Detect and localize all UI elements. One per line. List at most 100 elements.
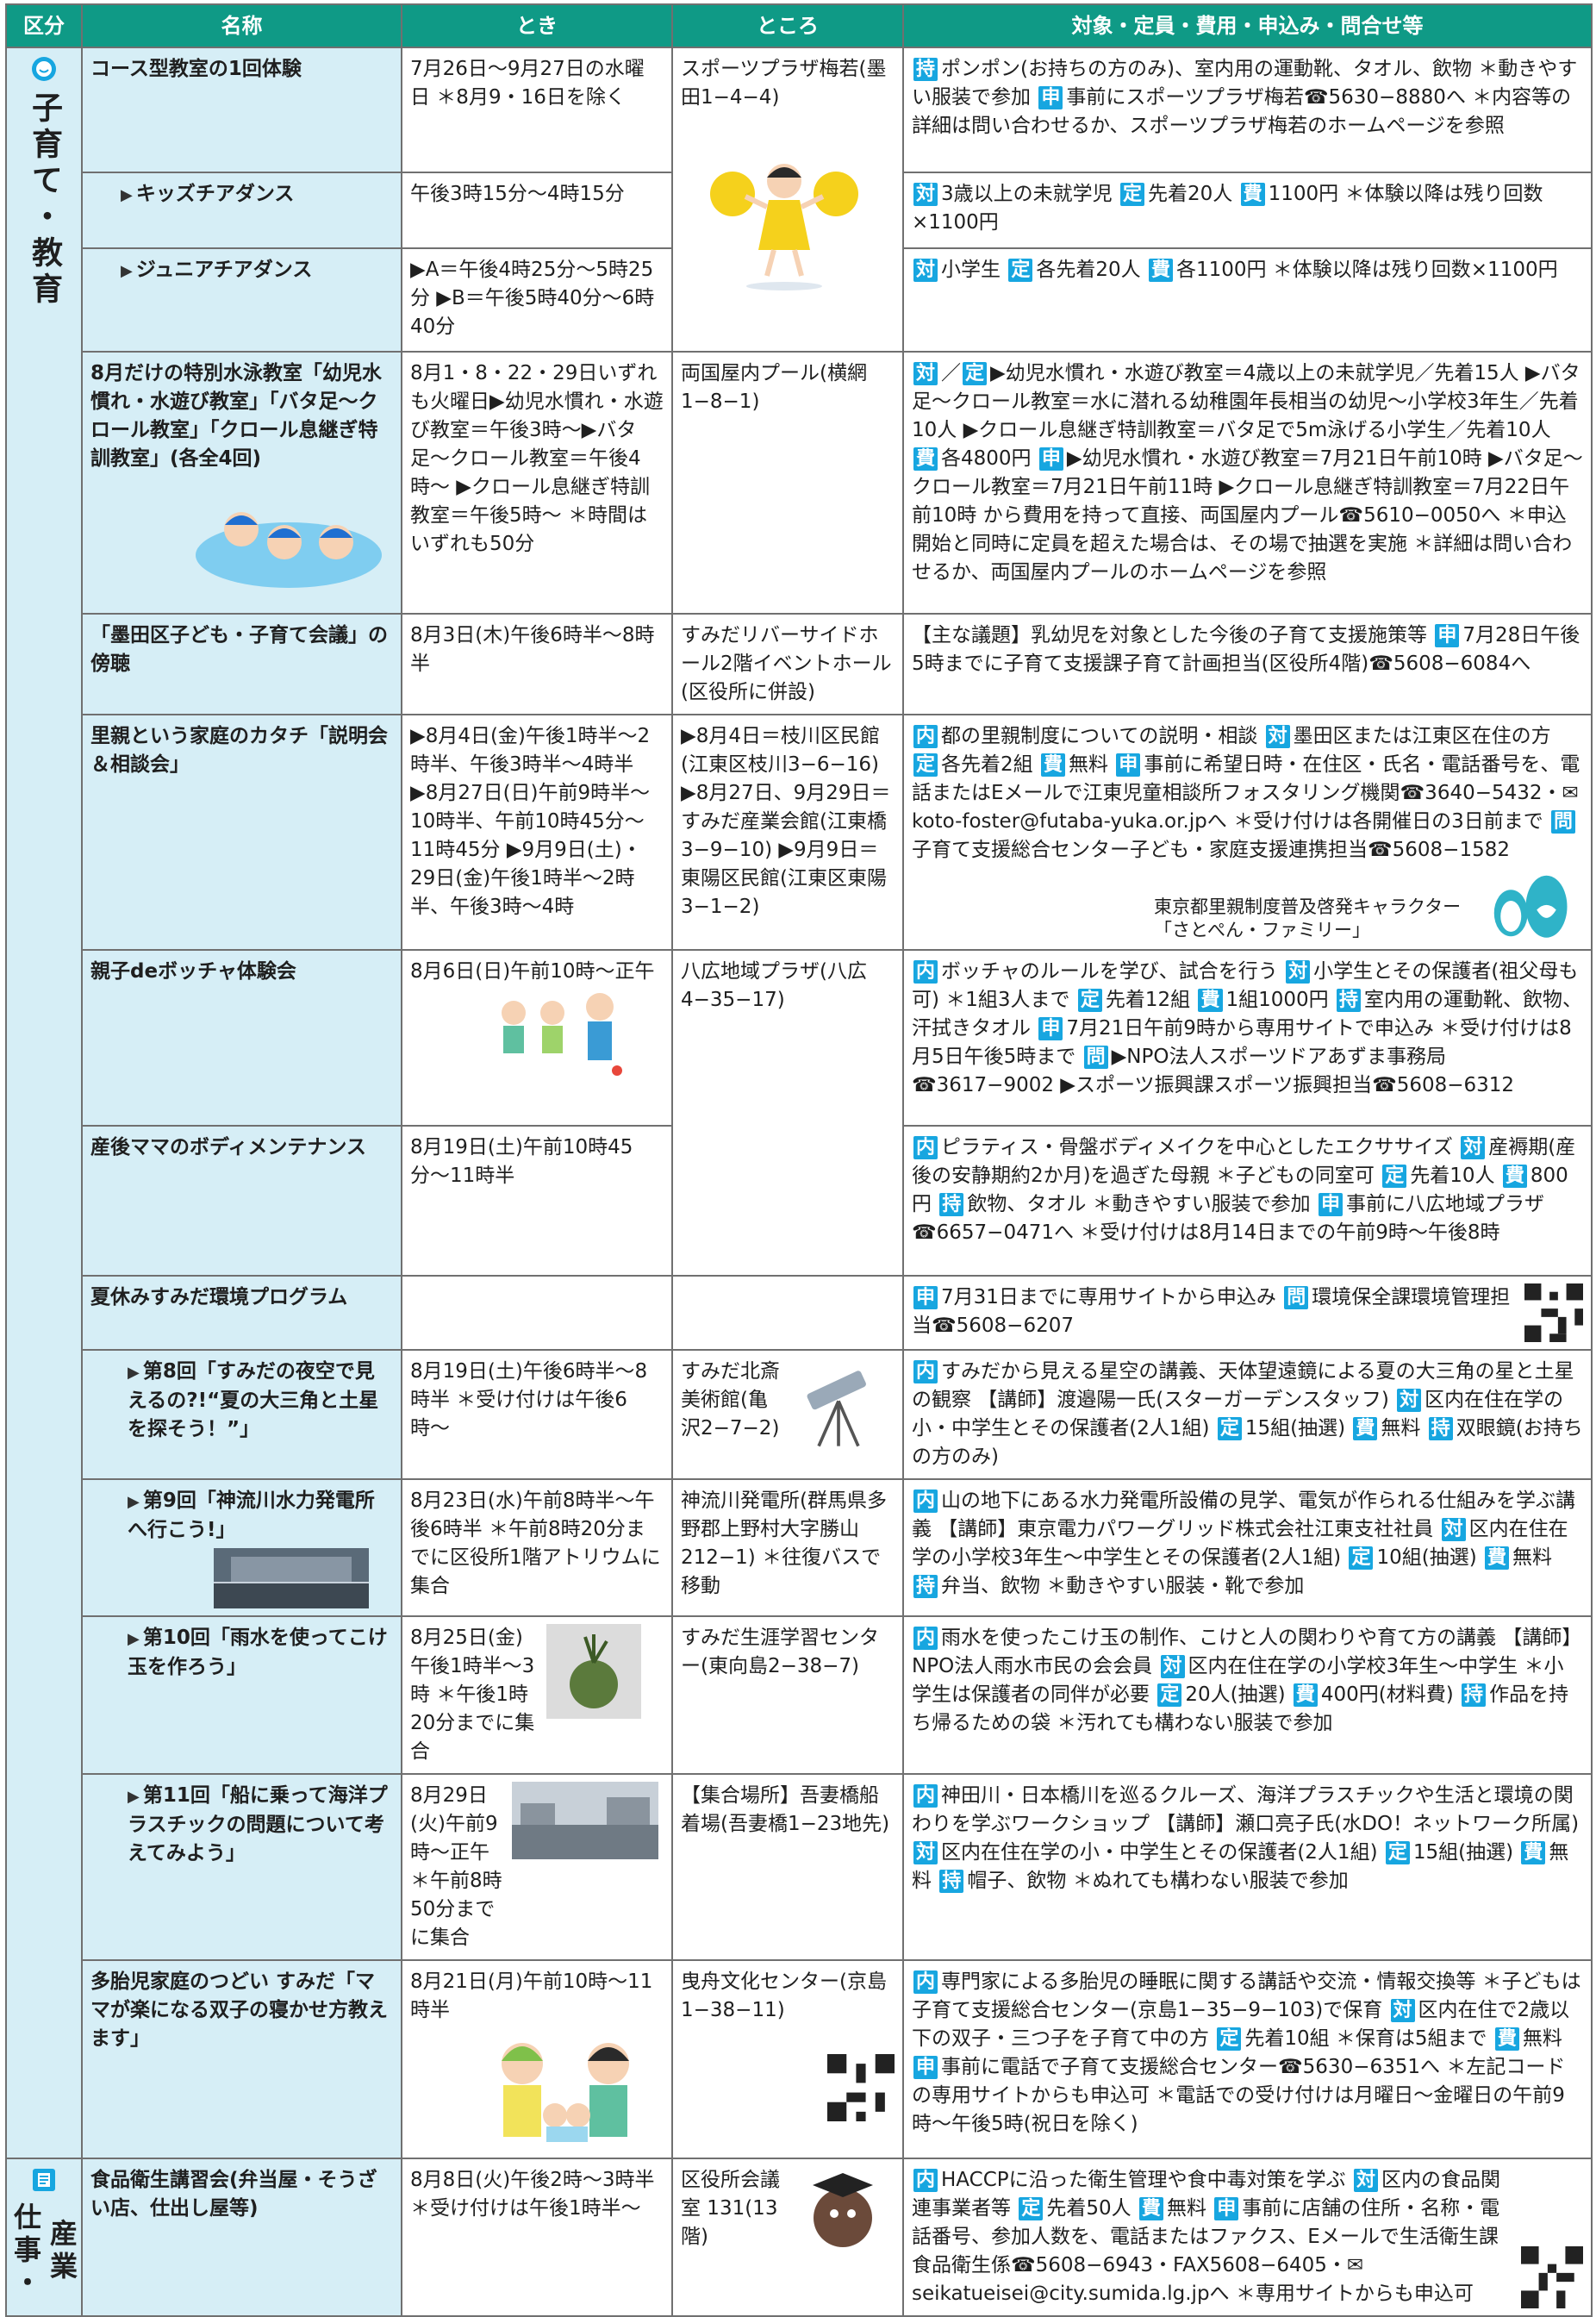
header-row: 区分 名称 とき ところ 対象・定員・費用・申込み・問合せ等 — [5, 3, 1593, 48]
detail-text: 【主な議題】乳幼児を対象とした今後の子育て支援施策等 — [912, 624, 1427, 646]
arrow-right-icon: ▶ — [128, 1788, 140, 1806]
category-cell-kosodate: 子育て・教育 — [5, 47, 83, 2159]
tag-hiyo: 費 — [1485, 1546, 1510, 1570]
event-name-text: 第8回「すみだの夜空で見えるの?!“夏の大三角と土星を探そう！”」 — [128, 1360, 379, 1440]
detail-text: 区内在住在学の小学校3年生〜中学生とその保護者(2人1組) — [912, 1518, 1568, 1569]
header-where: ところ — [671, 3, 904, 48]
event-where-text: スポーツプラザ梅若(墨田1−4−4) — [681, 58, 887, 109]
tag-teiin: 定 — [913, 753, 938, 777]
tag-hiyo: 費 — [1502, 1165, 1527, 1188]
event-name-text: 8月だけの特別水泳教室「幼児水慣れ・水遊び教室」「バタ足〜クロール教室」「クロー… — [90, 362, 383, 470]
detail-text: 先着50人 — [1046, 2197, 1132, 2220]
table-row: 8月だけの特別水泳教室「幼児水慣れ・水遊び教室」「バタ足〜クロール教室」「クロー… — [6, 351, 1593, 615]
table-row: 子育て・教育 コース型教室の1回体験 7月26日〜9月27日の水曜日 ＊8月9・… — [5, 47, 1593, 2159]
event-name: ▶第10回「雨水を使ってこけ玉を作ろう」 — [81, 1615, 402, 1775]
event-where: すみだ生涯学習センター(東向島2−38−7) — [671, 1615, 904, 1775]
header-category: 区分 — [5, 3, 83, 48]
tag-moushikomi: 申 — [1214, 2197, 1239, 2220]
table-row: 里親という家庭のカタチ「説明会＆相談会」 ▶8月4日(金)午後1時半〜2時半、午… — [6, 714, 1593, 951]
event-details: 内すみだから見える星空の講義、天体望遠鏡による夏の大三角の星と土星の観察 【講師… — [902, 1349, 1593, 1480]
category-label-kosodate: 子育て・教育 — [27, 91, 62, 309]
detail-text: 事前に電話で子育て支援総合センター☎5630−6351へ ＊左記コードの専用サイ… — [912, 2056, 1566, 2135]
event-details: 内ピラティス・骨盤ボディメイクを中心としたエクササイズ 対産褥期(産後の安静期約… — [902, 1125, 1593, 1277]
detail-text: 15組(抽選) — [1244, 1417, 1346, 1440]
tag-hiyo: 費 — [1240, 183, 1265, 206]
tag-taisho: 対 — [1441, 1518, 1466, 1541]
detail-text: 先着10組 ＊保育は5組まで — [1244, 2027, 1487, 2050]
event-details: 対／定▶幼児水慣れ・水遊び教室＝4歳以上の未就学児／先着15人 ▶バタ足〜クロー… — [902, 351, 1593, 615]
cheerleader-illustration — [710, 164, 858, 290]
family-boccia-illustration — [502, 993, 622, 1076]
qr-code-icon[interactable] — [1521, 2246, 1583, 2308]
event-where: 区役所会議室 131(13階) — [671, 2158, 904, 2317]
document-icon — [33, 2169, 55, 2191]
tag-taisho: 対 — [1461, 1136, 1486, 1159]
event-name: 食品衛生講習会(弁当屋・そうざい店、仕出し屋等) — [81, 2158, 402, 2317]
graduate-mascot-illustration — [813, 2173, 873, 2247]
event-where: すみだ北斎美術館(亀沢2−7−2) — [671, 1349, 904, 1480]
event-details: 内ボッチャのルールを学び、試合を行う 対小学生とその保護者(祖父母も可) ＊1組… — [902, 949, 1593, 1127]
arrow-right-icon: ▶ — [121, 262, 133, 280]
event-when: 8月19日(土)午前10時45分〜11時半 — [401, 1125, 673, 1277]
tag-moushikomi: 申 — [1038, 447, 1063, 471]
event-name-text: 第10回「雨水を使ってこけ玉を作ろう」 — [128, 1627, 388, 1678]
tag-toiawase: 問 — [1083, 1046, 1108, 1069]
tag-teiin: 定 — [1077, 989, 1102, 1012]
tag-teiin: 定 — [1385, 1841, 1410, 1864]
qr-code-icon[interactable] — [1524, 1283, 1583, 1342]
detail-text: 専門家による多胎児の睡眠に関する講話や交流・情報交換等 ＊子どもは子育て支援総合… — [912, 1970, 1581, 2021]
event-name-text: 第11回「船に乗って海洋プラスチックの問題について考えてみよう」 — [128, 1784, 388, 1864]
event-name: ▶第8回「すみだの夜空で見えるの?!“夏の大三角と土星を探そう！”」 — [81, 1349, 402, 1480]
detail-text: 小学生 — [941, 259, 1001, 281]
detail-text: 産褥期(産後の安静期約2か月)を過ぎた母親 ＊子どもの同室可 — [912, 1136, 1576, 1187]
detail-text: 区内在住在学の小・中学生とその保護者(2人1組) — [941, 1841, 1378, 1864]
event-name: 夏休みすみだ環境プログラム — [81, 1275, 402, 1351]
event-when-text: 8月29日(火)午前9時〜正午 ＊午前8時50分までに集合 — [410, 1784, 502, 1949]
detail-text: 3歳以上の未就学児 — [941, 183, 1113, 205]
tag-teiin: 定 — [1008, 259, 1033, 282]
table-row: 多胎児家庭のつどい すみだ「ママが楽になる双子の寝かせ方教えます」 8月21日(… — [6, 1959, 1593, 2159]
tag-motsu: 持 — [1462, 1683, 1487, 1707]
arrow-right-icon: ▶ — [128, 1493, 140, 1511]
event-when: 8月29日(火)午前9時〜正午 ＊午前8時50分までに集合 — [401, 1773, 673, 1961]
event-where-text: 区役所会議室 131(13階) — [681, 2169, 780, 2248]
detail-text: 7月28日午後5時までに子育て支援課子育て計画担当(区役所4階)☎5608−60… — [912, 624, 1580, 675]
event-name-text: 第9回「神流川水力発電所へ行こう!」 — [128, 1490, 375, 1541]
tag-moushikomi: 申 — [1318, 1193, 1343, 1216]
tag-naiyou: 内 — [913, 1490, 938, 1513]
event-where-text: すみだ北斎美術館(亀沢2−7−2) — [681, 1360, 780, 1440]
when-with-photo: 8月25日(金)午後1時半〜3時 ＊午後1時20分までに集合 — [410, 1624, 664, 1766]
qr-code-icon[interactable] — [827, 2054, 895, 2121]
tag-teiin: 定 — [963, 362, 988, 385]
event-details: 対小学生 定各先着20人 費各1100円 ＊体験以降は残り回数×1100円 — [902, 247, 1593, 353]
where-with-illustration: 区役所会議室 131(13階) — [681, 2166, 895, 2252]
tag-motsu: 持 — [939, 1870, 964, 1893]
arrow-right-icon: ▶ — [128, 1364, 140, 1382]
detail-text: 弁当、飲物 ＊動きやすい服装・靴で参加 — [941, 1575, 1305, 1597]
detail-text: 雨水を使ったこけ玉の制作、こけと人の関わりや育て方の講義 【講師】NPO法人雨水… — [912, 1627, 1582, 1677]
table-row: 産後ママのボディメンテナンス 8月19日(土)午前10時45分〜11時半 内ピラ… — [6, 1125, 1593, 1277]
tag-taisho: 対 — [1265, 725, 1290, 748]
detail-text: 室内用の運動靴、飲物、汗拭きタオル — [912, 989, 1582, 1040]
tag-teiin: 定 — [1217, 2027, 1242, 2051]
tag-taisho: 対 — [913, 183, 938, 206]
detail-text: 作品を持ち帰るための袋 ＊汚れても構わない服装で参加 — [912, 1683, 1569, 1734]
event-where: すみだリバーサイドホール2階イベントホール(区役所に併設) — [671, 613, 904, 715]
event-where: 両国屋内プール(横網1−8−1) — [671, 351, 904, 615]
tag-hiyo: 費 — [1138, 2197, 1163, 2220]
tag-moushikomi: 申 — [1435, 624, 1460, 647]
penguin-mascot-illustration — [1493, 875, 1568, 938]
event-when: 8月19日(土)午後6時半〜8時半 ＊受け付けは午後6時〜 — [401, 1349, 673, 1480]
detail-text: 無料 — [1068, 753, 1108, 776]
detail-text: ▶幼児水慣れ・水遊び教室＝4歳以上の未就学児／先着15人 ▶バタ足〜クロール教室… — [912, 362, 1580, 441]
arrow-right-icon: ▶ — [121, 186, 133, 204]
tag-naiyou: 内 — [913, 1627, 938, 1650]
event-when: ▶A＝午後4時25分〜5時25分 ▶B＝午後5時40分〜6時40分 — [401, 247, 673, 353]
arrow-right-icon: ▶ — [128, 1630, 140, 1648]
detail-text: 800円 — [912, 1165, 1568, 1215]
event-when — [401, 1275, 673, 1351]
detail-text: 各4800円 — [941, 447, 1032, 470]
